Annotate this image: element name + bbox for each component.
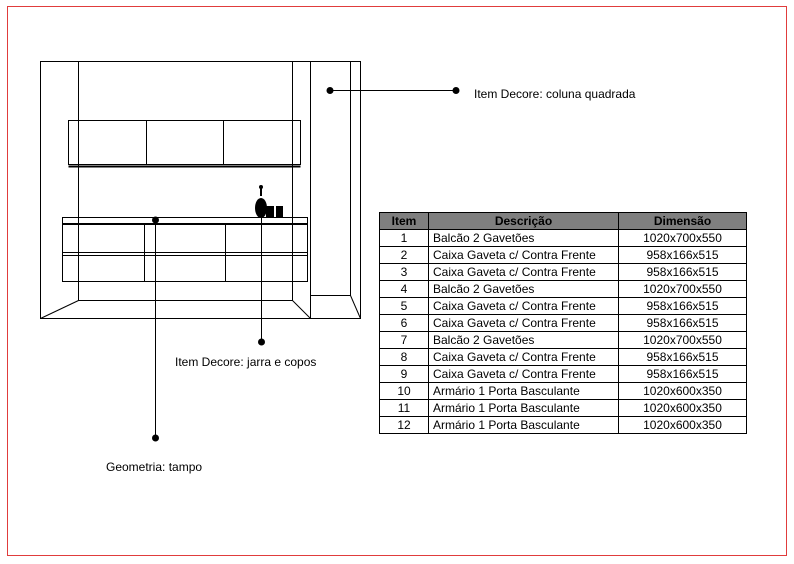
cell-dimensao: 1020x600x350 [618,382,747,400]
cell-dimensao: 958x166x515 [618,246,747,264]
cell-item: 2 [379,246,429,264]
cell-descricao: Balcão 2 Gavetões [428,331,619,349]
cell-descricao: Caixa Gaveta c/ Contra Frente [428,365,619,383]
cell-descricao: Armário 1 Porta Basculante [428,416,619,434]
cell-item: 4 [379,280,429,298]
leader-dot-tampo-start [152,216,159,224]
cell-item: 11 [379,399,429,417]
cell-dimensao: 958x166x515 [618,314,747,332]
cell-descricao: Caixa Gaveta c/ Contra Frente [428,348,619,366]
leader-dot-jarra-end [258,338,265,346]
cell-dimensao: 1020x700x550 [618,331,747,349]
leader-dot-tampo-end [152,434,159,442]
cell-dimensao: 958x166x515 [618,263,747,281]
cell-item: 1 [379,229,429,247]
cell-dimensao: 958x166x515 [618,297,747,315]
cell-item: 5 [379,297,429,315]
cell-item: 3 [379,263,429,281]
cell-dimensao: 1020x600x350 [618,416,747,434]
cell-item: 12 [379,416,429,434]
cell-descricao: Caixa Gaveta c/ Contra Frente [428,246,619,264]
annotation-jarra-e-copos: Item Decore: jarra e copos [175,355,317,369]
cell-item: 6 [379,314,429,332]
leader-dot-coluna-start [326,87,334,94]
cell-dimensao: 958x166x515 [618,348,747,366]
leader-dot-jarra-start [258,210,265,218]
annotation-geometria-tampo: Geometria: tampo [106,460,203,474]
leader-dot-coluna-end [452,87,460,94]
cell-dimensao: 1020x600x350 [618,399,747,417]
cell-item: 8 [379,348,429,366]
table-header-row: Item Descrição Dimensão [379,212,747,230]
cell-item: 10 [379,382,429,400]
cell-descricao: Armário 1 Porta Basculante [428,399,619,417]
cell-dimensao: 1020x700x550 [618,280,747,298]
cell-descricao: Armário 1 Porta Basculante [428,382,619,400]
header-descricao: Descrição [428,212,619,230]
drawing-sheet-border [7,6,787,556]
header-dimensao: Dimensão [618,212,747,230]
header-item: Item [379,212,429,230]
cell-item: 9 [379,365,429,383]
cell-item: 7 [379,331,429,349]
cell-descricao: Balcão 2 Gavetões [428,229,619,247]
cell-descricao: Caixa Gaveta c/ Contra Frente [428,297,619,315]
cell-descricao: Caixa Gaveta c/ Contra Frente [428,263,619,281]
cell-dimensao: 1020x700x550 [618,229,747,247]
annotation-coluna-quadrada: Item Decore: coluna quadrada [474,87,636,101]
cell-dimensao: 958x166x515 [618,365,747,383]
cell-descricao: Caixa Gaveta c/ Contra Frente [428,314,619,332]
cell-descricao: Balcão 2 Gavetões [428,280,619,298]
